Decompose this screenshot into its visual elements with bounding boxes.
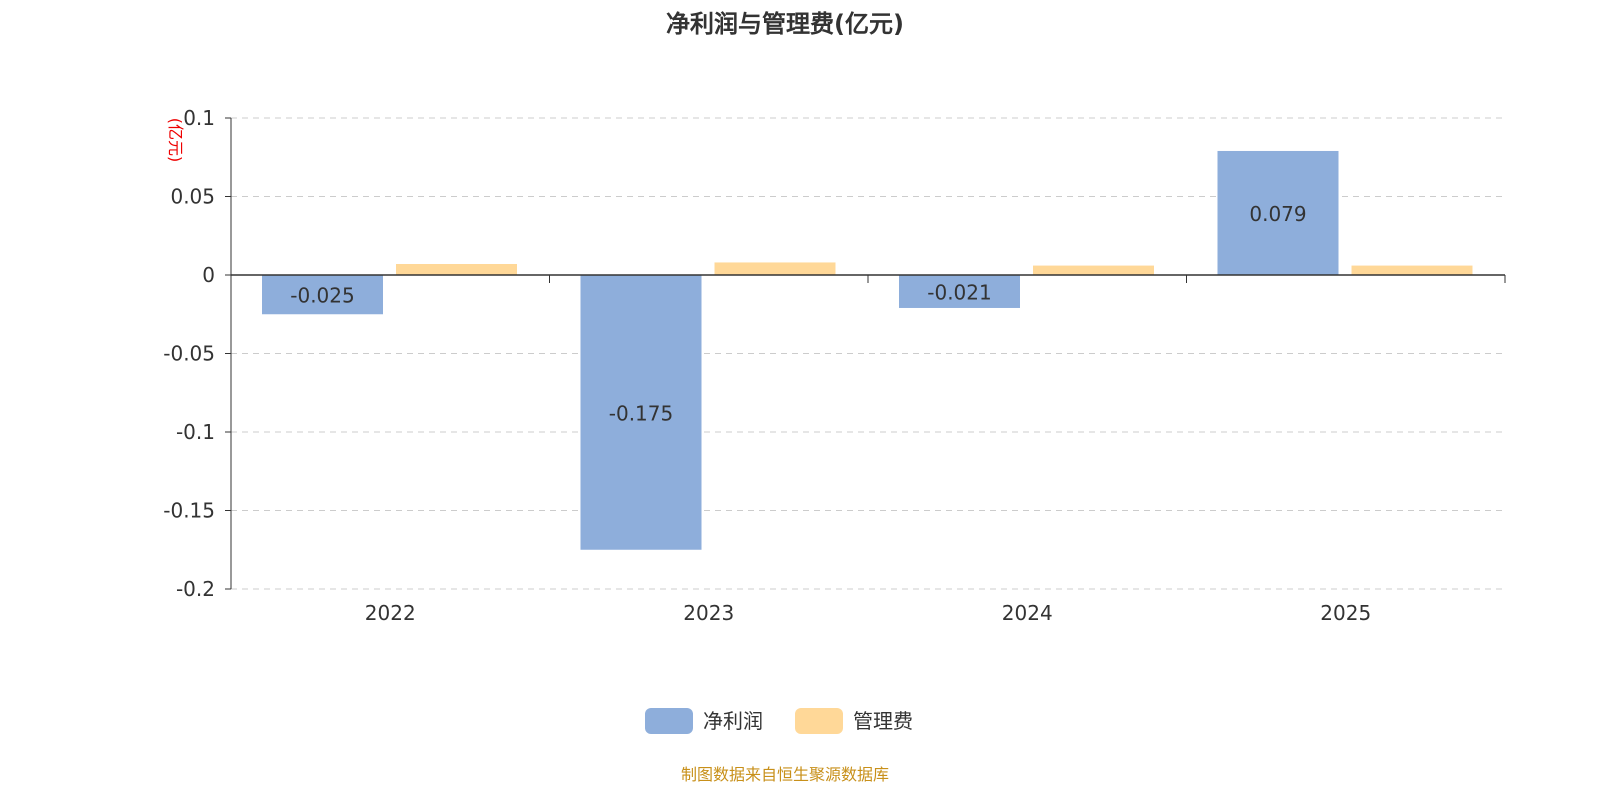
x-tick-label: 2025: [1320, 601, 1371, 625]
legend-label: 管理费: [853, 709, 913, 733]
y-tick-label: -0.05: [163, 342, 215, 366]
y-tick-label: 0.05: [170, 185, 215, 209]
legend-swatch: [645, 708, 693, 734]
bar-net-profit: [580, 275, 702, 550]
source-note: 制图数据来自恒生聚源数据库: [681, 765, 889, 784]
chart-title: 净利润与管理费(亿元): [666, 10, 904, 38]
bar-net-profit: [899, 275, 1020, 308]
x-tick-label: 2022: [365, 601, 416, 625]
x-tick-label: 2023: [683, 601, 734, 625]
y-axis-unit: (亿元): [166, 118, 185, 163]
data-label: -0.021: [927, 280, 991, 304]
data-label: 0.079: [1249, 202, 1306, 226]
bar-admin-fee: [1033, 265, 1154, 275]
bar-net-profit: [1217, 150, 1339, 275]
data-label: -0.175: [609, 401, 673, 425]
y-tick-label: -0.2: [176, 577, 215, 601]
x-tick-label: 2024: [1002, 601, 1053, 625]
legend-swatch: [795, 708, 843, 734]
legend-label: 净利润: [703, 709, 763, 733]
y-tick-label: 0: [202, 263, 215, 287]
y-tick-label: -0.1: [176, 420, 215, 444]
bar-admin-fee: [714, 262, 836, 275]
data-label: -0.025: [290, 284, 354, 308]
bar-net-profit: [262, 275, 383, 315]
bar-admin-fee: [396, 264, 517, 275]
y-tick-label: -0.15: [163, 499, 215, 523]
y-tick-label: 0.1: [183, 106, 215, 130]
bar-admin-fee: [1351, 265, 1473, 275]
